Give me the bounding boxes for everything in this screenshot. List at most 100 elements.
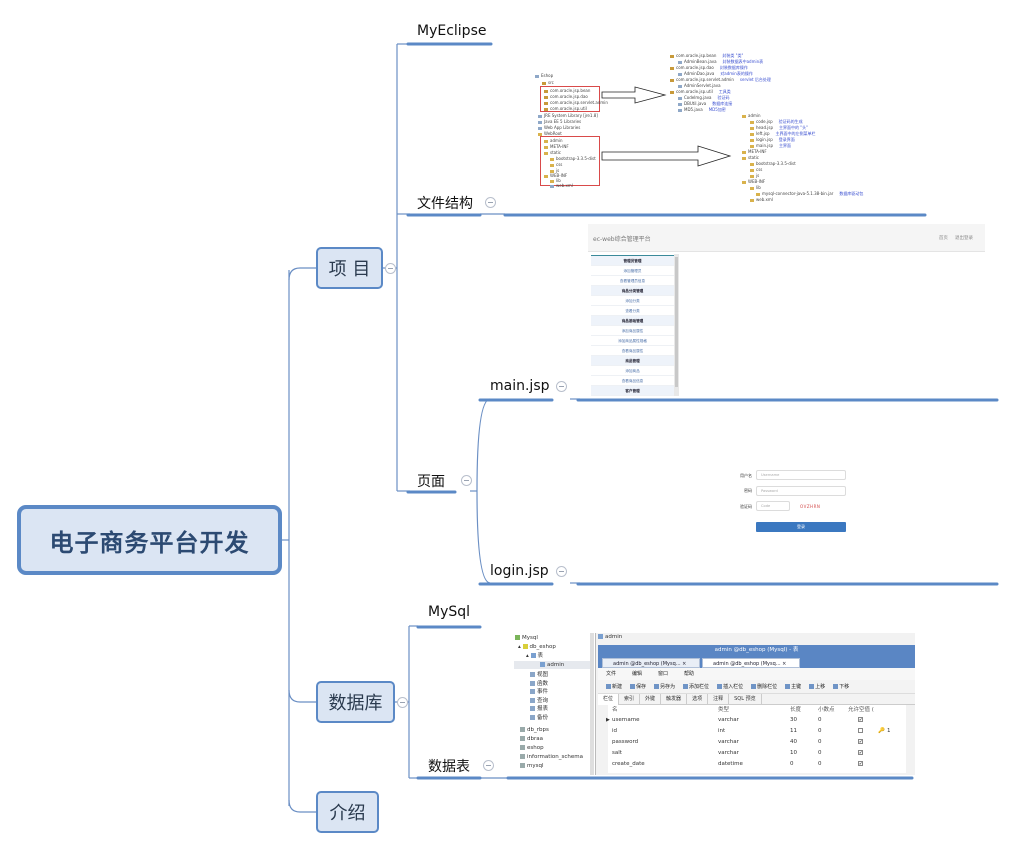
collapse-database-icon[interactable] [397,697,408,708]
cell-type[interactable]: varchar [718,750,739,756]
menu-item[interactable]: 添加管理员 [591,266,674,276]
topic-pages[interactable]: 页面 [417,474,445,490]
tree-connection[interactable]: Mysql [515,634,538,642]
cell-decimals[interactable]: 0 [818,761,822,767]
designer-tab[interactable]: 栏位 [598,694,620,705]
menu-item[interactable]: 添加商品 [591,366,674,376]
doc-tab-1[interactable]: admin @db_eshop (Mysq... × [602,658,700,668]
tree-database[interactable]: eshop [520,744,544,752]
designer-tab[interactable]: 外键 [640,694,662,705]
tree-database[interactable]: dbraa [520,735,543,743]
nullable-checkbox[interactable]: ✔ [858,717,863,722]
menu-item[interactable]: 添加分类 [591,296,674,306]
designer-tab[interactable]: 索引 [619,694,641,705]
password-input[interactable]: Password [756,486,846,496]
nullable-checkbox[interactable]: ✔ [858,739,863,744]
topic-file-structure[interactable]: 文件结构 [417,196,473,212]
close-tab-icon[interactable]: × [682,661,687,667]
menu-item[interactable]: 添加商品属性 [591,326,674,336]
tree-db-object[interactable]: 事件 [530,688,548,696]
nullable-checkbox[interactable]: ✔ [858,761,863,766]
tree-db-eshop[interactable]: ▴ db_eshop [518,644,556,650]
tree-database[interactable]: information_schema [520,753,583,761]
cell-decimals[interactable]: 0 [818,739,822,745]
cell-length[interactable]: 10 [790,750,797,756]
cell-name[interactable]: create_date [612,761,645,767]
collapse-login-jsp-icon[interactable] [556,566,567,577]
cell-length[interactable]: 11 [790,728,797,734]
topic-project[interactable]: 项 目 [316,247,383,289]
designer-tab[interactable]: 注释 [708,694,730,705]
cell-name[interactable]: salt [612,750,622,756]
table-row[interactable]: salt varchar 10 0 ✔ [608,748,906,758]
tree-database[interactable]: db_rbps [520,726,549,734]
toolbar-button[interactable]: 上移 [805,684,825,690]
menu-item[interactable]: 帮助 [684,671,695,677]
cell-length[interactable]: 30 [790,717,797,723]
tree-tables-folder[interactable]: ▴ 表 [526,653,544,659]
menu-item[interactable]: 查看商品属性 [591,346,674,356]
cell-decimals[interactable]: 0 [818,750,822,756]
tree-db-object[interactable]: 函数 [530,680,548,688]
menu-item[interactable]: 查看商品信息 [591,376,674,386]
cell-name[interactable]: username [612,717,640,723]
column-header[interactable]: 小数点 [818,707,835,713]
table-row[interactable]: password varchar 40 0 ✔ [608,737,906,747]
menu-item[interactable]: 添加商品属性规格 [591,336,674,346]
tree-scrollbar[interactable] [590,633,594,775]
designer-tab[interactable]: SQL 预览 [729,694,762,705]
topic-main-jsp[interactable]: main.jsp [490,378,550,394]
toolbar-button[interactable]: 保存 [626,684,646,690]
cell-name[interactable]: password [612,739,639,745]
toolbar-button[interactable]: 下移 [829,684,849,690]
captcha-image[interactable]: OVZHRN [800,504,821,509]
topic-login-jsp[interactable]: login.jsp [490,563,549,579]
cell-decimals[interactable]: 0 [818,728,822,734]
tree-database[interactable]: mysql [520,762,544,770]
sidebar-scrollbar[interactable] [674,254,679,396]
toolbar-button[interactable]: 主键 [781,684,801,690]
menu-item[interactable]: 文件 [606,671,617,677]
menu-item[interactable]: 窗口 [658,671,669,677]
cell-length[interactable]: 40 [790,739,797,745]
cell-length[interactable]: 0 [790,761,794,767]
table-row[interactable]: create_date datetime 0 0 ✔ [608,759,906,769]
cell-decimals[interactable]: 0 [818,717,822,723]
topic-database[interactable]: 数据库 [316,681,395,723]
toolbar-button[interactable]: 新建 [602,684,622,690]
nullable-checkbox[interactable] [858,728,863,733]
nullable-checkbox[interactable]: ✔ [858,750,863,755]
menu-item[interactable]: 查看分类 [591,306,674,316]
cell-type[interactable]: int [718,728,726,734]
designer-tab[interactable]: 选项 [687,694,709,705]
designer-tab[interactable]: 触发器 [661,694,688,705]
menu-item[interactable]: 编辑 [632,671,643,677]
toolbar-button[interactable]: 添加栏位 [679,684,709,690]
topic-myeclipse[interactable]: MyEclipse [417,23,487,39]
tree-db-object[interactable]: 报表 [530,705,548,713]
column-header[interactable]: 名 [612,707,618,713]
doc-tab-2[interactable]: admin @db_eshop (Mysq... × [702,658,800,668]
toolbar-button[interactable]: 插入栏位 [713,684,743,690]
cell-type[interactable]: datetime [718,761,743,767]
toolbar-button[interactable]: 删除栏位 [747,684,777,690]
tree-db-object[interactable]: 备份 [530,714,548,722]
column-header[interactable]: 长度 [790,707,802,713]
collapse-project-icon[interactable] [385,263,396,274]
cell-name[interactable]: id [612,728,618,734]
logout-link[interactable]: 退出登录 [955,236,973,241]
menu-item[interactable]: 查看管理员信息 [591,276,674,286]
cell-type[interactable]: varchar [718,739,739,745]
topic-mysql[interactable]: MySql [428,604,471,620]
collapse-file-structure-icon[interactable] [485,197,496,208]
tree-table-admin[interactable]: admin [514,661,592,669]
login-button[interactable]: 登录 [756,522,846,532]
toolbar-button[interactable]: 另存为 [650,684,675,690]
root-topic[interactable]: 电子商务平台开发 [17,505,282,575]
tree-db-object[interactable]: 视图 [530,671,548,679]
username-input[interactable]: Username [756,470,846,480]
cell-type[interactable]: varchar [718,717,739,723]
collapse-tables-icon[interactable] [483,760,494,771]
